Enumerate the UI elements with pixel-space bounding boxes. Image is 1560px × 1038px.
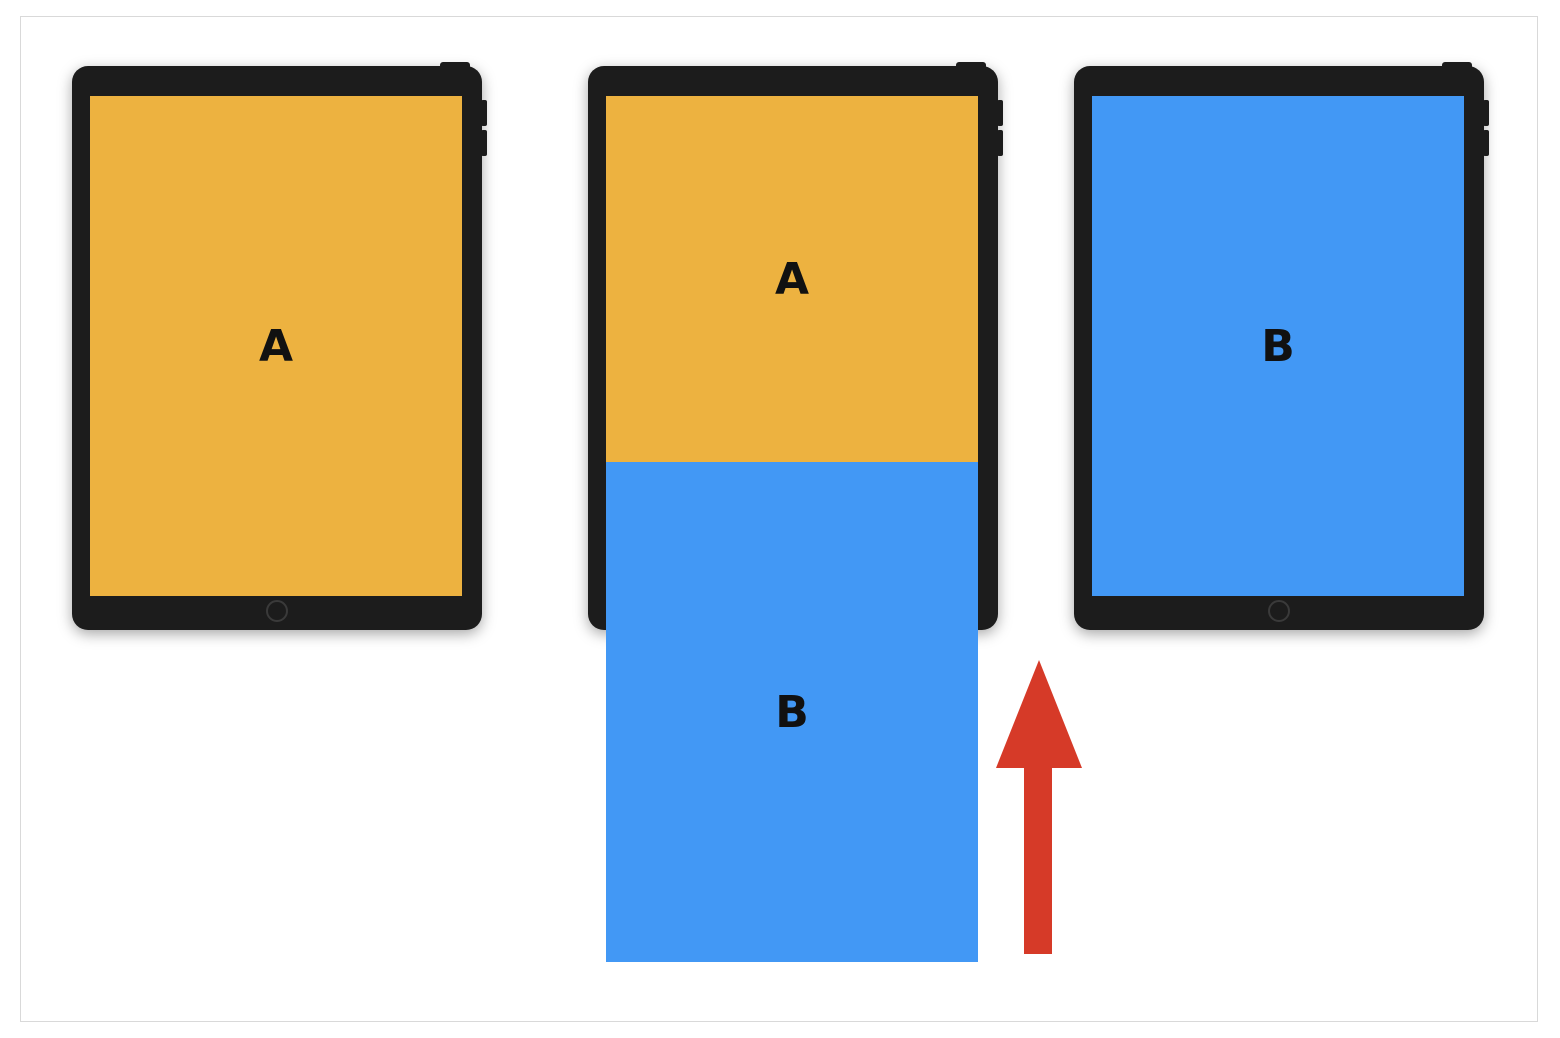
tablet-before: A bbox=[72, 62, 487, 630]
tablet-top-button bbox=[956, 62, 986, 70]
tablet-after: B bbox=[1074, 62, 1489, 630]
page-a-label: A bbox=[258, 320, 294, 372]
page-a: A bbox=[606, 96, 978, 462]
home-button-icon bbox=[266, 600, 288, 622]
tablet-volume-button bbox=[997, 100, 1003, 126]
tablet-screen: A B bbox=[606, 96, 978, 962]
tablet-volume-button bbox=[1483, 130, 1489, 156]
arrow-head bbox=[996, 660, 1082, 768]
home-button-icon bbox=[1268, 600, 1290, 622]
page-b-sliding: B bbox=[606, 462, 978, 962]
arrow-shaft bbox=[1024, 766, 1052, 954]
page-a-label: A bbox=[774, 253, 810, 305]
tablet-screen: B bbox=[1092, 96, 1464, 596]
tablet-volume-button bbox=[481, 100, 487, 126]
tablet-top-button bbox=[440, 62, 470, 70]
page-b-label: B bbox=[1261, 320, 1295, 372]
page-a: A bbox=[90, 96, 462, 596]
tablet-top-button bbox=[1442, 62, 1472, 70]
tablet-volume-button bbox=[481, 130, 487, 156]
tablet-screen: A bbox=[90, 96, 462, 596]
page-b-label: B bbox=[775, 686, 809, 738]
arrow-up-icon bbox=[996, 660, 1082, 954]
tablet-volume-button bbox=[1483, 100, 1489, 126]
page-b: B bbox=[1092, 96, 1464, 596]
tablet-volume-button bbox=[997, 130, 1003, 156]
tablet-transition: A B bbox=[588, 62, 1003, 962]
